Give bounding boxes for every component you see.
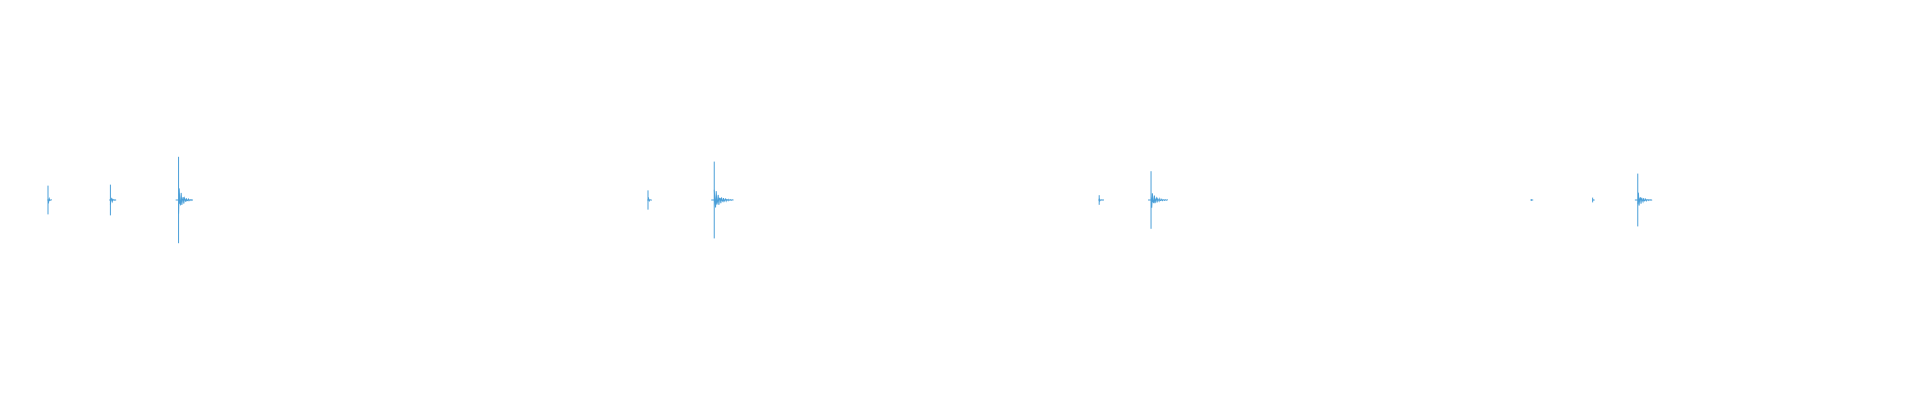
burst-tail (1098, 198, 1105, 202)
waveform-burst (1148, 171, 1169, 229)
burst-tail (47, 196, 53, 204)
waveform-burst (1592, 197, 1595, 203)
burst-tail (178, 188, 194, 214)
burst-tail (109, 197, 117, 205)
burst-tail (647, 196, 652, 203)
waveform-burst (711, 161, 734, 239)
burst-tail (713, 189, 734, 208)
burst-tail (1150, 193, 1169, 208)
waveform-burst (1530, 199, 1534, 201)
waveform-burst (1634, 173, 1653, 227)
waveform-burst (175, 156, 194, 244)
burst-tail (1592, 199, 1595, 202)
burst-tail (1637, 192, 1653, 206)
waveform-bursts (47, 156, 1653, 244)
waveform-burst (1098, 195, 1105, 205)
waveform-burst (109, 184, 117, 216)
waveform-burst (647, 190, 652, 210)
waveform-burst (47, 185, 53, 215)
